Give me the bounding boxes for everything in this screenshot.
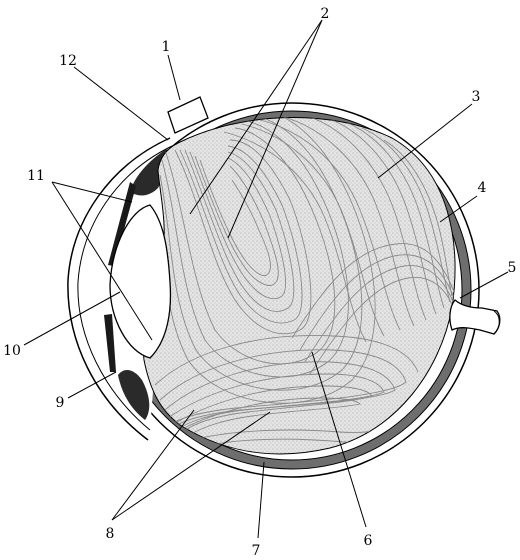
leader-lines xyxy=(23,19,509,539)
label-6: 6 xyxy=(364,533,373,549)
label-4: 4 xyxy=(478,180,487,196)
label-1: 1 xyxy=(162,39,171,55)
optic-nerve-end xyxy=(493,310,500,335)
label-2: 2 xyxy=(321,6,330,22)
cornea xyxy=(67,137,171,441)
label-11: 11 xyxy=(27,168,45,184)
label-7: 7 xyxy=(252,543,261,559)
ciliary-body-lower xyxy=(118,369,150,420)
muscle-insertion xyxy=(167,96,209,134)
vitreous-fibers xyxy=(154,117,455,445)
label-5: 5 xyxy=(508,260,517,276)
label-10: 10 xyxy=(3,343,21,359)
label-9: 9 xyxy=(56,395,65,411)
label-8: 8 xyxy=(106,526,115,542)
lens xyxy=(109,204,172,359)
label-3: 3 xyxy=(472,89,481,105)
iris-upper xyxy=(108,182,136,266)
label-12: 12 xyxy=(59,53,77,69)
iris-lower xyxy=(104,314,116,372)
